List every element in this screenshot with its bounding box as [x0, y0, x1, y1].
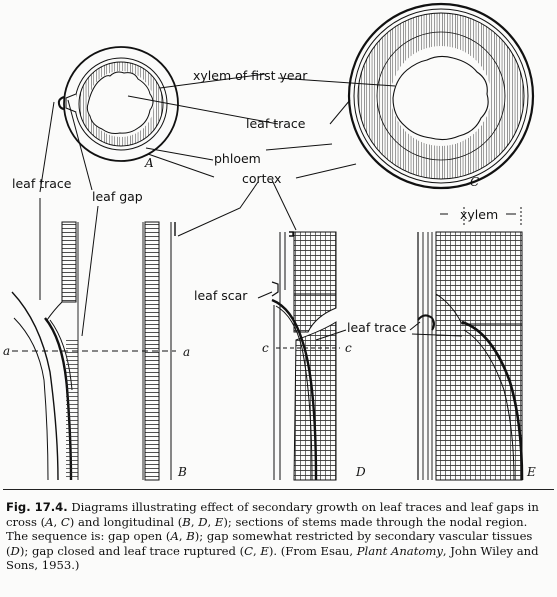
plane-a-left: a — [3, 344, 10, 358]
caption-text: , — [53, 514, 61, 529]
panel-b-letter: B — [177, 465, 187, 479]
caption-ref: C — [60, 514, 70, 529]
label-leaf-trace-right: leaf trace — [347, 320, 407, 335]
xylem-e-label: xylem — [460, 207, 498, 222]
caption-text: Diagrams illustrating effect of secondar… — [6, 500, 539, 529]
panel-c-cross-section: C — [347, 2, 535, 190]
caption-text: ); gap somewhat restricted by secondary … — [6, 529, 533, 558]
panel-b-longitudinal: a a B — [3, 221, 190, 481]
caption-text: , — [178, 529, 187, 543]
caption-text: ). (From Esau, — [268, 543, 357, 558]
caption-ref: A — [45, 514, 54, 529]
caption-text: , — [253, 543, 261, 558]
panel-c-letter: C — [470, 175, 479, 189]
caption-text: ); sections of stems made through the no… — [6, 514, 528, 544]
label-cortex: cortex — [242, 171, 281, 186]
caption-fig-number: Fig. 17.4. — [6, 500, 68, 514]
label-phloem: phloem — [214, 151, 261, 166]
leader-lines — [39, 73, 463, 341]
panel-e-letter: E — [526, 465, 536, 479]
plane-c-right: c — [345, 341, 352, 355]
caption-ref: A — [170, 529, 179, 543]
caption-ref: E — [260, 543, 269, 558]
caption-ref: D — [198, 514, 208, 529]
panel-e-longitudinal: xylem E — [417, 207, 536, 481]
panel-a-cross-section: A — [57, 46, 179, 170]
label-leaf-gap: leaf gap — [92, 189, 143, 204]
labels: xylem of first year leaf trace phloem co… — [12, 68, 407, 335]
panel-d-longitudinal: c c D — [262, 231, 366, 481]
caption-ref: C — [244, 543, 254, 558]
figure-caption: Fig. 17.4. Diagrams illustrating effect … — [6, 500, 551, 573]
caption-divider — [3, 489, 554, 490]
label-leaf-trace-left: leaf trace — [12, 176, 72, 191]
panel-a-letter: A — [144, 156, 154, 170]
plane-a-right: a — [183, 345, 190, 359]
caption-ref: B — [186, 529, 195, 543]
caption-text: , John Wiley and Sons, 1953.) — [6, 543, 539, 573]
label-leaf-trace-upper: leaf trace — [246, 116, 306, 131]
caption-text: , — [207, 514, 215, 529]
caption-text: ) and longitudinal ( — [69, 514, 183, 529]
caption-ref: E — [214, 514, 224, 529]
caption-ref: D — [10, 543, 20, 558]
figure-drawing: A C a a B — [3, 2, 536, 481]
label-xylem-first-year: xylem of first year — [193, 68, 308, 83]
caption-text: , — [190, 514, 199, 529]
caption-ref: B — [182, 514, 191, 529]
panel-d-letter: D — [355, 465, 366, 479]
caption-book-title: Plant Anatomy — [356, 543, 443, 558]
caption-text: ); gap closed and leaf trace ruptured ( — [19, 543, 245, 558]
label-leaf-scar: leaf scar — [194, 288, 248, 303]
plane-c-left: c — [262, 341, 269, 355]
